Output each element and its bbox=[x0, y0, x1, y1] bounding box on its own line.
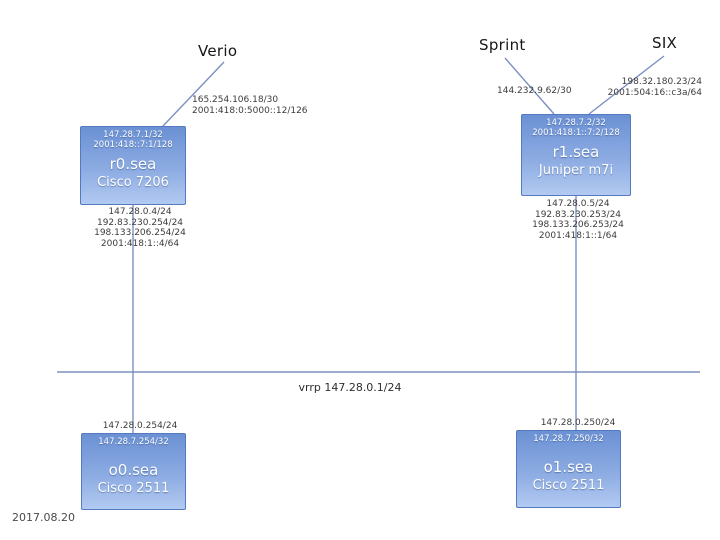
console-name: o1.sea bbox=[543, 458, 594, 476]
upstream-label-sprint: Sprint bbox=[479, 36, 526, 54]
lan-addr: 147.28.0.250/24 bbox=[540, 418, 616, 428]
lan-addr: 198.133.206.253/24 bbox=[532, 220, 624, 230]
lan-addr: 147.28.0.254/24 bbox=[102, 421, 178, 431]
six-link-addrs: 198.32.180.23/24 2001:504:16::c3a/64 bbox=[608, 77, 702, 98]
verio-link-addrs: 165.254.106.18/30 2001:418:0:5000::12/12… bbox=[192, 95, 308, 116]
loopback-v4: 147.28.7.250/32 bbox=[533, 434, 604, 444]
date-label: 2017.08.20 bbox=[12, 511, 75, 524]
six-uplink-line bbox=[588, 55, 665, 115]
router-box-r0: 147.28.7.1/32 2001:418::7:1/128 r0.sea C… bbox=[80, 126, 186, 205]
link-addr: 2001:418:0:5000::12/126 bbox=[192, 105, 308, 116]
o1-lan-addr: 147.28.0.250/24 bbox=[513, 418, 643, 429]
sprint-link-addrs: 144.232.9.62/30 bbox=[497, 86, 572, 97]
lan-addr: 192.83.230.254/24 bbox=[96, 217, 184, 228]
link-addr: 165.254.106.18/30 bbox=[192, 95, 279, 105]
verio-uplink-line bbox=[162, 61, 225, 127]
o0-lan-addr: 147.28.0.254/24 bbox=[75, 421, 205, 432]
lan-addr: 2001:418:1::1/64 bbox=[538, 230, 618, 241]
console-model: Cisco 2511 bbox=[97, 481, 170, 496]
loopback-v6: 2001:418:1::7:2/128 bbox=[532, 128, 620, 138]
console-name: o0.sea bbox=[108, 461, 159, 479]
r1-lan-addrs: 147.28.0.5/24 192.83.230.253/24 198.133.… bbox=[513, 199, 643, 241]
router-model: Cisco 7206 bbox=[97, 175, 169, 190]
console-model: Cisco 2511 bbox=[532, 478, 605, 493]
router-model: Juniper m7i bbox=[538, 163, 614, 178]
router-name: r0.sea bbox=[109, 155, 157, 173]
lan-addr: 2001:418:1::4/64 bbox=[100, 238, 180, 249]
upstream-label-verio: Verio bbox=[198, 42, 238, 60]
link-addr: 144.232.9.62/30 bbox=[497, 86, 572, 96]
lan-addr: 198.133.206.254/24 bbox=[94, 228, 186, 238]
link-addr: 198.32.180.23/24 bbox=[621, 77, 702, 87]
loopback-v4: 147.28.7.1/32 bbox=[103, 130, 163, 140]
router-name: r1.sea bbox=[552, 143, 600, 161]
loopback-v6: 2001:418::7:1/128 bbox=[93, 140, 173, 150]
r0-lan-addrs: 147.28.0.4/24 192.83.230.254/24 198.133.… bbox=[75, 207, 205, 249]
console-box-o0: 147.28.7.254/32 o0.sea Cisco 2511 bbox=[81, 433, 186, 510]
router-box-r1: 147.28.7.2/32 2001:418:1::7:2/128 r1.sea… bbox=[521, 114, 631, 196]
lan-addr: 147.28.0.5/24 bbox=[546, 199, 610, 209]
upstream-label-six: SIX bbox=[652, 34, 678, 52]
sprint-uplink-line bbox=[504, 57, 555, 115]
link-addr: 2001:504:16::c3a/64 bbox=[607, 87, 702, 98]
lan-addr: 147.28.0.4/24 bbox=[108, 207, 172, 217]
loopback-v4: 147.28.7.2/32 bbox=[546, 118, 606, 128]
lan-addr: 192.83.230.253/24 bbox=[534, 209, 622, 220]
console-box-o1: 147.28.7.250/32 o1.sea Cisco 2511 bbox=[516, 430, 621, 508]
vrrp-label: vrrp 147.28.0.1/24 bbox=[298, 381, 402, 394]
loopback-v4: 147.28.7.254/32 bbox=[98, 437, 169, 447]
